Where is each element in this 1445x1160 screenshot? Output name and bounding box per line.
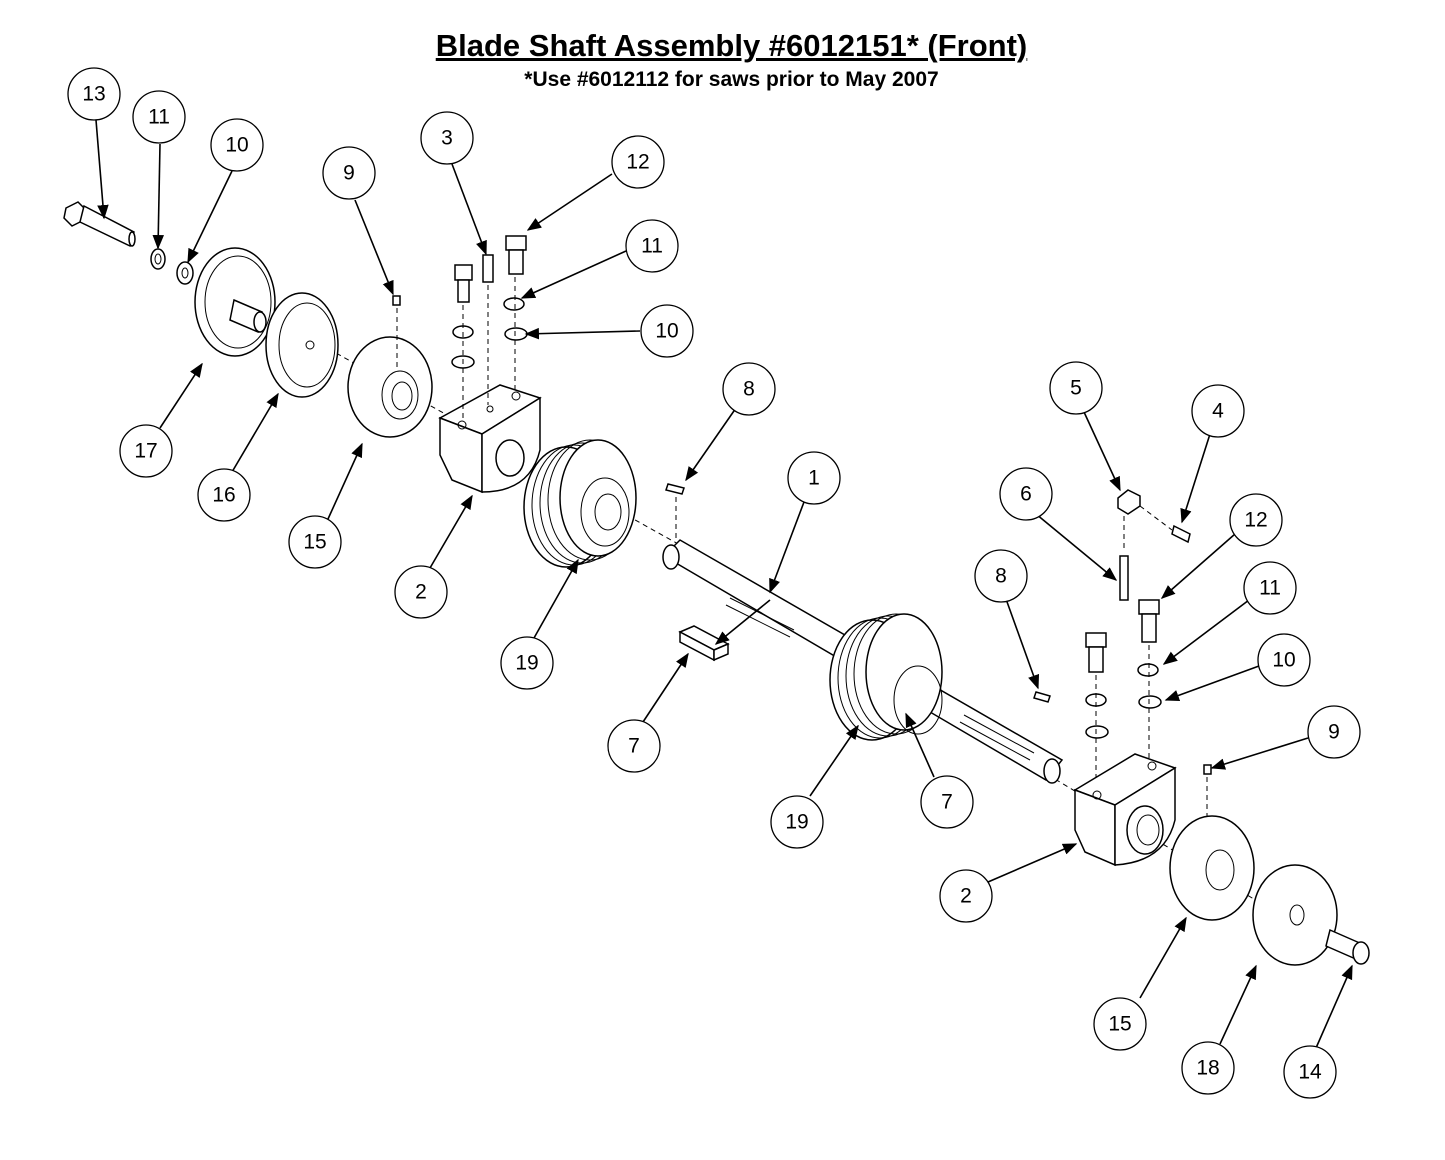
callout-19: 19	[500, 636, 554, 690]
callout-17: 17	[119, 424, 173, 478]
part-screw-14	[1325, 928, 1370, 965]
callout-15: 15	[1093, 997, 1147, 1051]
part-bolt-13	[63, 201, 136, 248]
callout-label: 10	[655, 320, 678, 343]
callout-label: 9	[343, 162, 355, 185]
part-disc-16	[265, 292, 339, 398]
part-key-8-right	[1033, 691, 1051, 703]
callout-10: 10	[210, 118, 264, 172]
callout-14: 14	[1283, 1045, 1337, 1099]
callout-label: 8	[743, 378, 755, 401]
callout-label: 2	[960, 885, 972, 908]
part-plate-18	[1252, 864, 1338, 966]
callout-11: 11	[132, 90, 186, 144]
callout-1: 1	[787, 451, 841, 505]
part-set-screw-9	[392, 295, 401, 306]
leader-lines	[95, 119, 1353, 1049]
part-bearing-block-2-right	[1073, 753, 1177, 867]
callout-5: 5	[1049, 361, 1103, 415]
callout-7: 7	[920, 775, 974, 829]
parts-drawing	[63, 201, 1370, 966]
part-flange-15-left	[347, 336, 433, 438]
callout-label: 4	[1212, 400, 1224, 423]
part-bolts-right	[1085, 599, 1162, 790]
callout-label: 7	[628, 735, 640, 758]
callout-label: 19	[785, 811, 808, 834]
callout-label: 2	[415, 581, 427, 604]
callout-2: 2	[394, 565, 448, 619]
callout-label: 12	[626, 151, 649, 174]
part-set-screw-9-right	[1203, 764, 1212, 775]
callout-label: 1	[808, 467, 820, 490]
callout-label: 10	[225, 134, 248, 157]
callout-15: 15	[288, 515, 342, 569]
callout-label: 16	[212, 484, 235, 507]
callout-label: 10	[1272, 649, 1295, 672]
callout-9: 9	[322, 146, 376, 200]
callout-8: 8	[722, 362, 776, 416]
callout-10: 10	[640, 304, 694, 358]
callout-label: 12	[1244, 509, 1267, 532]
part-bearing-block-2-left	[438, 384, 542, 494]
callout-11: 11	[625, 219, 679, 273]
part-key-8-left	[665, 483, 685, 495]
callout-12: 12	[611, 135, 665, 189]
callout-label: 11	[1259, 577, 1281, 600]
part-flange-17	[194, 247, 276, 357]
callout-7: 7	[607, 719, 661, 773]
callout-label: 15	[1108, 1013, 1131, 1036]
callout-label: 9	[1328, 721, 1340, 744]
part-grease-fitting	[1117, 489, 1191, 601]
page-title: Blade Shaft Assembly #6012151* (Front)	[435, 28, 1028, 63]
callout-label: 19	[515, 652, 538, 675]
part-washer-10	[176, 261, 194, 285]
callout-label: 3	[441, 127, 453, 150]
callout-2: 2	[939, 869, 993, 923]
callout-label: 5	[1070, 377, 1082, 400]
part-pulley-19-right	[829, 613, 943, 741]
part-lock-washer-11	[150, 248, 166, 270]
callout-19: 19	[770, 795, 824, 849]
callout-label: 11	[641, 235, 663, 258]
callout-label: 14	[1298, 1061, 1322, 1084]
callout-label: 11	[148, 106, 170, 129]
callout-3: 3	[420, 111, 474, 165]
callout-label: 6	[1020, 483, 1032, 506]
callout-label: 8	[995, 565, 1007, 588]
callout-6: 6	[999, 467, 1053, 521]
callout-16: 16	[197, 468, 251, 522]
callout-12: 12	[1229, 493, 1283, 547]
callout-label: 7	[941, 791, 953, 814]
callout-10: 10	[1257, 633, 1311, 687]
callout-label: 17	[134, 440, 157, 463]
callout-label: 18	[1196, 1057, 1219, 1080]
callout-11: 11	[1243, 561, 1297, 615]
part-pulley-19-left	[523, 439, 637, 568]
diagram-header: Blade Shaft Assembly #6012151* (Front) *…	[0, 28, 1445, 92]
callout-4: 4	[1191, 384, 1245, 438]
page-subtitle: *Use #6012112 for saws prior to May 2007	[524, 68, 939, 91]
callout-label: 13	[82, 83, 105, 106]
callout-13: 13	[67, 67, 121, 121]
part-flange-15-right	[1169, 815, 1255, 921]
callout-label: 15	[303, 531, 326, 554]
callout-9: 9	[1307, 705, 1361, 759]
callout-18: 18	[1181, 1041, 1235, 1095]
part-bolts-left	[451, 235, 528, 420]
callout-8: 8	[974, 549, 1028, 603]
